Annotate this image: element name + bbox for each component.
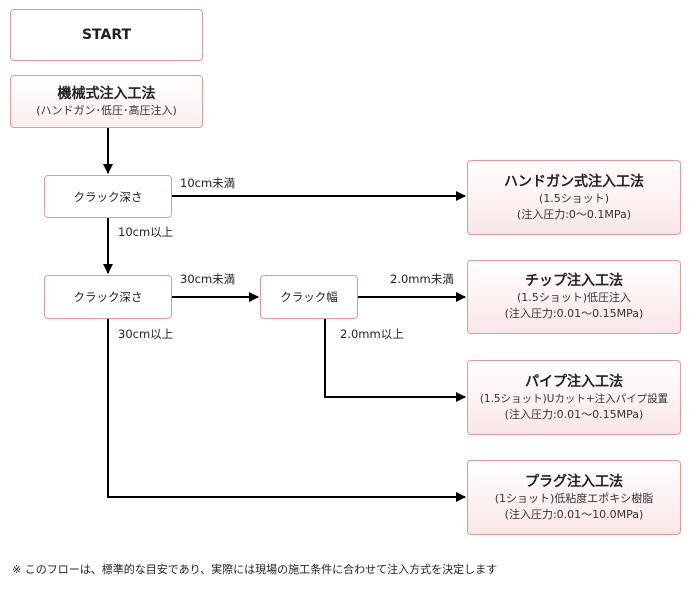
chip-shot: (1.5ショット)低圧注入 — [516, 291, 632, 304]
chip-title: チップ注入工法 — [525, 273, 623, 289]
start-node: START — [10, 9, 203, 61]
chip-method-node: チップ注入工法 (1.5ショット)低圧注入 (注入圧力:0.01〜0.15MPa… — [467, 260, 681, 334]
arrow-depth2-to-plug — [107, 319, 466, 502]
plug-shot: (1ショット)低粘度エポキシ樹脂 — [494, 491, 654, 505]
crack-depth-node-2: クラック深さ — [44, 275, 172, 319]
pipe-pressure: (注入圧力:0.01〜0.15MPa) — [504, 407, 644, 421]
arrow-width-to-pipe — [324, 319, 466, 402]
crack-width-label: クラック幅 — [280, 290, 338, 304]
footnote: ※ このフローは、標準的な目安であり、実際には現場の施工条件に合わせて注入方式を… — [12, 563, 498, 576]
plug-pressure: (注入圧力:0.01〜10.0MPa) — [504, 507, 644, 521]
pipe-title: パイプ注入工法 — [525, 373, 623, 390]
edge-label-under-2mm: 2.0mm未満 — [390, 272, 454, 286]
pipe-shot: (1.5ショット)Uカット+注入パイプ設置 — [479, 392, 669, 405]
mechanical-title: 機械式注入工法 — [57, 85, 156, 102]
edge-label-over-30cm: 30cm以上 — [118, 327, 174, 341]
chip-pressure: (注入圧力:0.01〜0.15MPa) — [504, 307, 644, 320]
pipe-method-node: パイプ注入工法 (1.5ショット)Uカット+注入パイプ設置 (注入圧力:0.01… — [467, 360, 681, 435]
crack-depth-2-label: クラック深さ — [73, 290, 143, 304]
crack-depth-node-1: クラック深さ — [44, 175, 172, 218]
start-label: START — [81, 27, 132, 43]
edge-label-over-2mm: 2.0mm以上 — [340, 327, 404, 341]
edge-label-under-10cm: 10cm未満 — [180, 176, 236, 190]
edge-label-under-30cm: 30cm未満 — [180, 272, 236, 286]
handgun-shot: (1.5ショット) — [538, 191, 610, 205]
handgun-title: ハンドガン式注入工法 — [504, 173, 644, 190]
plug-title: プラグ注入工法 — [525, 473, 623, 490]
handgun-pressure: (注入圧力:0〜0.1MPa) — [516, 207, 632, 221]
mechanical-subtitle: (ハンドガン･低圧･高圧注入) — [36, 103, 177, 117]
crack-width-node: クラック幅 — [260, 275, 358, 319]
handgun-method-node: ハンドガン式注入工法 (1.5ショット) (注入圧力:0〜0.1MPa) — [467, 160, 681, 235]
edge-label-over-10cm: 10cm以上 — [118, 225, 174, 239]
crack-depth-1-label: クラック深さ — [73, 189, 143, 204]
plug-method-node: プラグ注入工法 (1ショット)低粘度エポキシ樹脂 (注入圧力:0.01〜10.0… — [467, 460, 681, 535]
mechanical-injection-node: 機械式注入工法 (ハンドガン･低圧･高圧注入) — [10, 75, 203, 128]
